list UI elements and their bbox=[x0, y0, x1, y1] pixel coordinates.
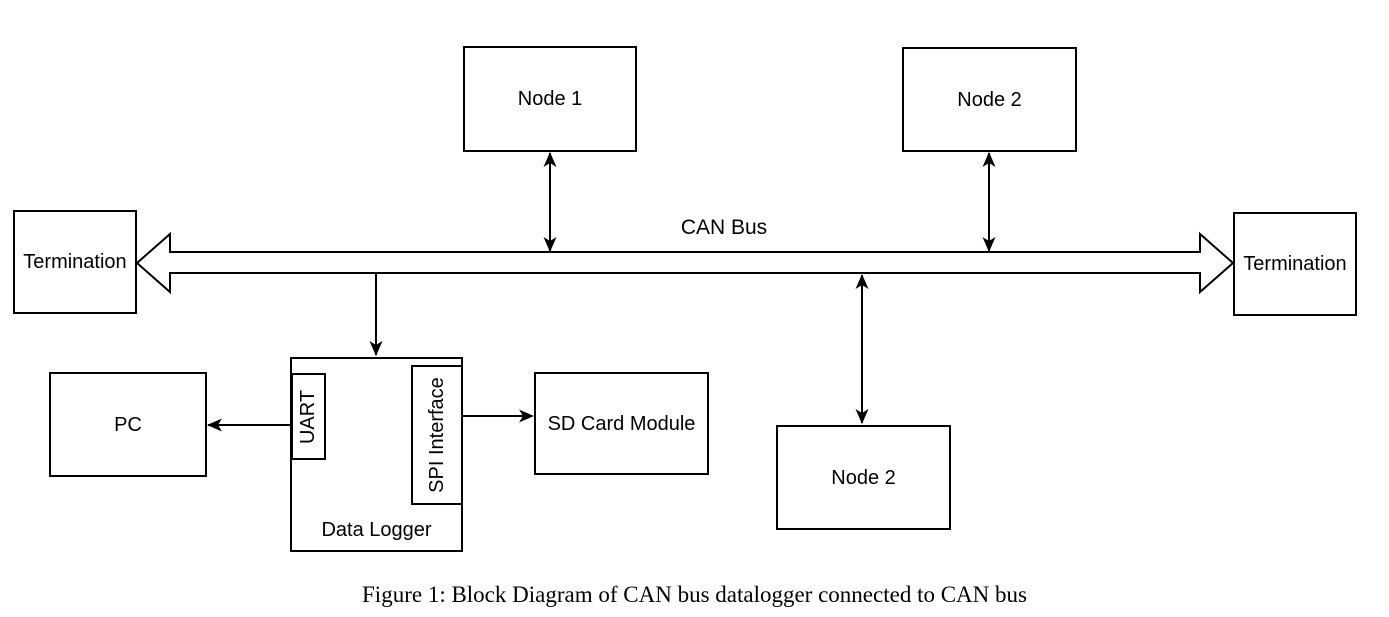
can-bus-double-arrow bbox=[135, 231, 1235, 295]
arrowhead-up-icon bbox=[855, 274, 869, 289]
arrowhead-down-icon bbox=[543, 237, 557, 252]
node2-top-label: Node 2 bbox=[957, 88, 1022, 111]
uart-label: UART bbox=[297, 389, 320, 444]
sd-card-module-block: SD Card Module bbox=[534, 372, 709, 475]
can-bus-label: CAN Bus bbox=[680, 216, 768, 239]
node1-block: Node 1 bbox=[463, 46, 637, 152]
node2-bottom-label: Node 2 bbox=[831, 466, 896, 489]
node1-label: Node 1 bbox=[517, 88, 583, 110]
arrowhead-left-icon bbox=[207, 418, 222, 432]
arrowhead-up-icon bbox=[543, 152, 557, 167]
arrowhead-down-icon bbox=[855, 409, 869, 424]
node2-top-block: Node 2 bbox=[902, 47, 1077, 152]
sd-card-module-label: SD Card Module bbox=[547, 412, 696, 435]
uart-block: UART bbox=[291, 373, 326, 460]
pc-label: PC bbox=[114, 413, 142, 436]
arrowhead-down-icon bbox=[369, 341, 383, 356]
node2-bottom-block: Node 2 bbox=[776, 425, 951, 530]
spi-interface-label: SPI Interface bbox=[426, 377, 448, 493]
termination-right-block: Termination bbox=[1233, 212, 1357, 316]
pc-block: PC bbox=[49, 372, 207, 477]
termination-left-block: Termination bbox=[13, 210, 137, 314]
spi-interface-block: SPI Interface bbox=[411, 365, 463, 505]
arrowhead-right-icon bbox=[519, 409, 534, 423]
arrowhead-down-icon bbox=[982, 237, 996, 252]
termination-left-label: Termination bbox=[23, 251, 127, 273]
data-logger-label: Data Logger bbox=[321, 519, 432, 541]
figure-caption: Figure 1: Block Diagram of CAN bus datal… bbox=[362, 582, 1027, 607]
arrowhead-up-icon bbox=[982, 152, 996, 167]
termination-right-label: Termination bbox=[1243, 253, 1347, 275]
